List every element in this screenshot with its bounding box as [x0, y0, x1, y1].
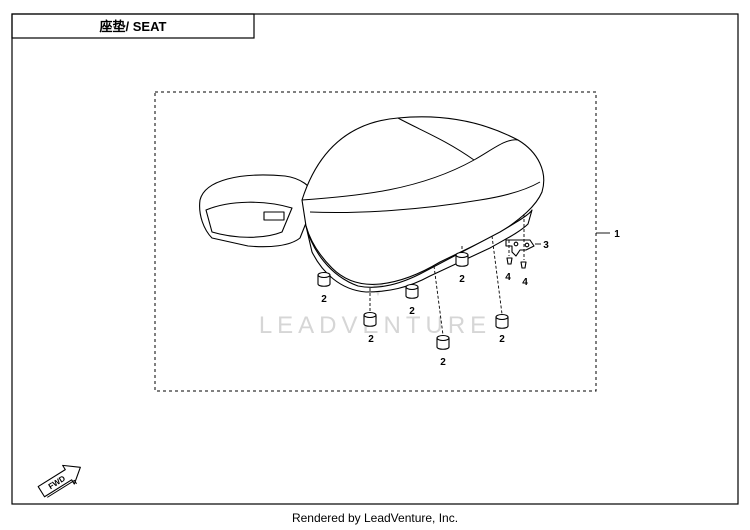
callout-bracket: 3 [543, 240, 549, 251]
rubber-cushion [495, 313, 509, 329]
screw [520, 261, 527, 269]
diagram-frame [11, 13, 739, 505]
callout-screw: 4 [522, 277, 528, 288]
footer-credit: Rendered by LeadVenture, Inc. [292, 511, 458, 525]
title-box [11, 13, 255, 39]
seat-stitch-line [301, 139, 519, 201]
callout-cushion: 2 [368, 334, 374, 345]
seat-side-seam [309, 181, 541, 213]
callout-cushion: 2 [440, 357, 446, 368]
seat-base-pan [305, 209, 533, 293]
callout-screw: 4 [505, 272, 511, 283]
rubber-cushion [455, 251, 469, 267]
seat-cushion-top [301, 116, 545, 285]
diagram-title: 座垫/ SEAT [99, 19, 167, 34]
handle-opening [205, 201, 293, 238]
callout-cushion: 2 [459, 274, 465, 285]
rubber-cushion [363, 311, 377, 327]
forward-arrow-icon: FWD [37, 464, 81, 498]
seat-assembly [199, 116, 545, 293]
assembly-boundary [154, 91, 597, 392]
rubber-cushion [436, 334, 450, 350]
callout-cushion: 2 [409, 306, 415, 317]
seat-panel-seam [397, 117, 475, 161]
rubber-cushion-group [317, 251, 509, 350]
cushion-leaders [369, 235, 503, 336]
screw [506, 257, 513, 265]
handle-latch [263, 211, 285, 221]
callout-cushion: 2 [499, 334, 505, 345]
callout-cushion: 2 [321, 294, 327, 305]
rubber-cushion [405, 283, 419, 299]
seat-bracket [505, 239, 535, 257]
callout-assembly: 1 [614, 229, 620, 240]
rubber-cushion [317, 271, 331, 287]
